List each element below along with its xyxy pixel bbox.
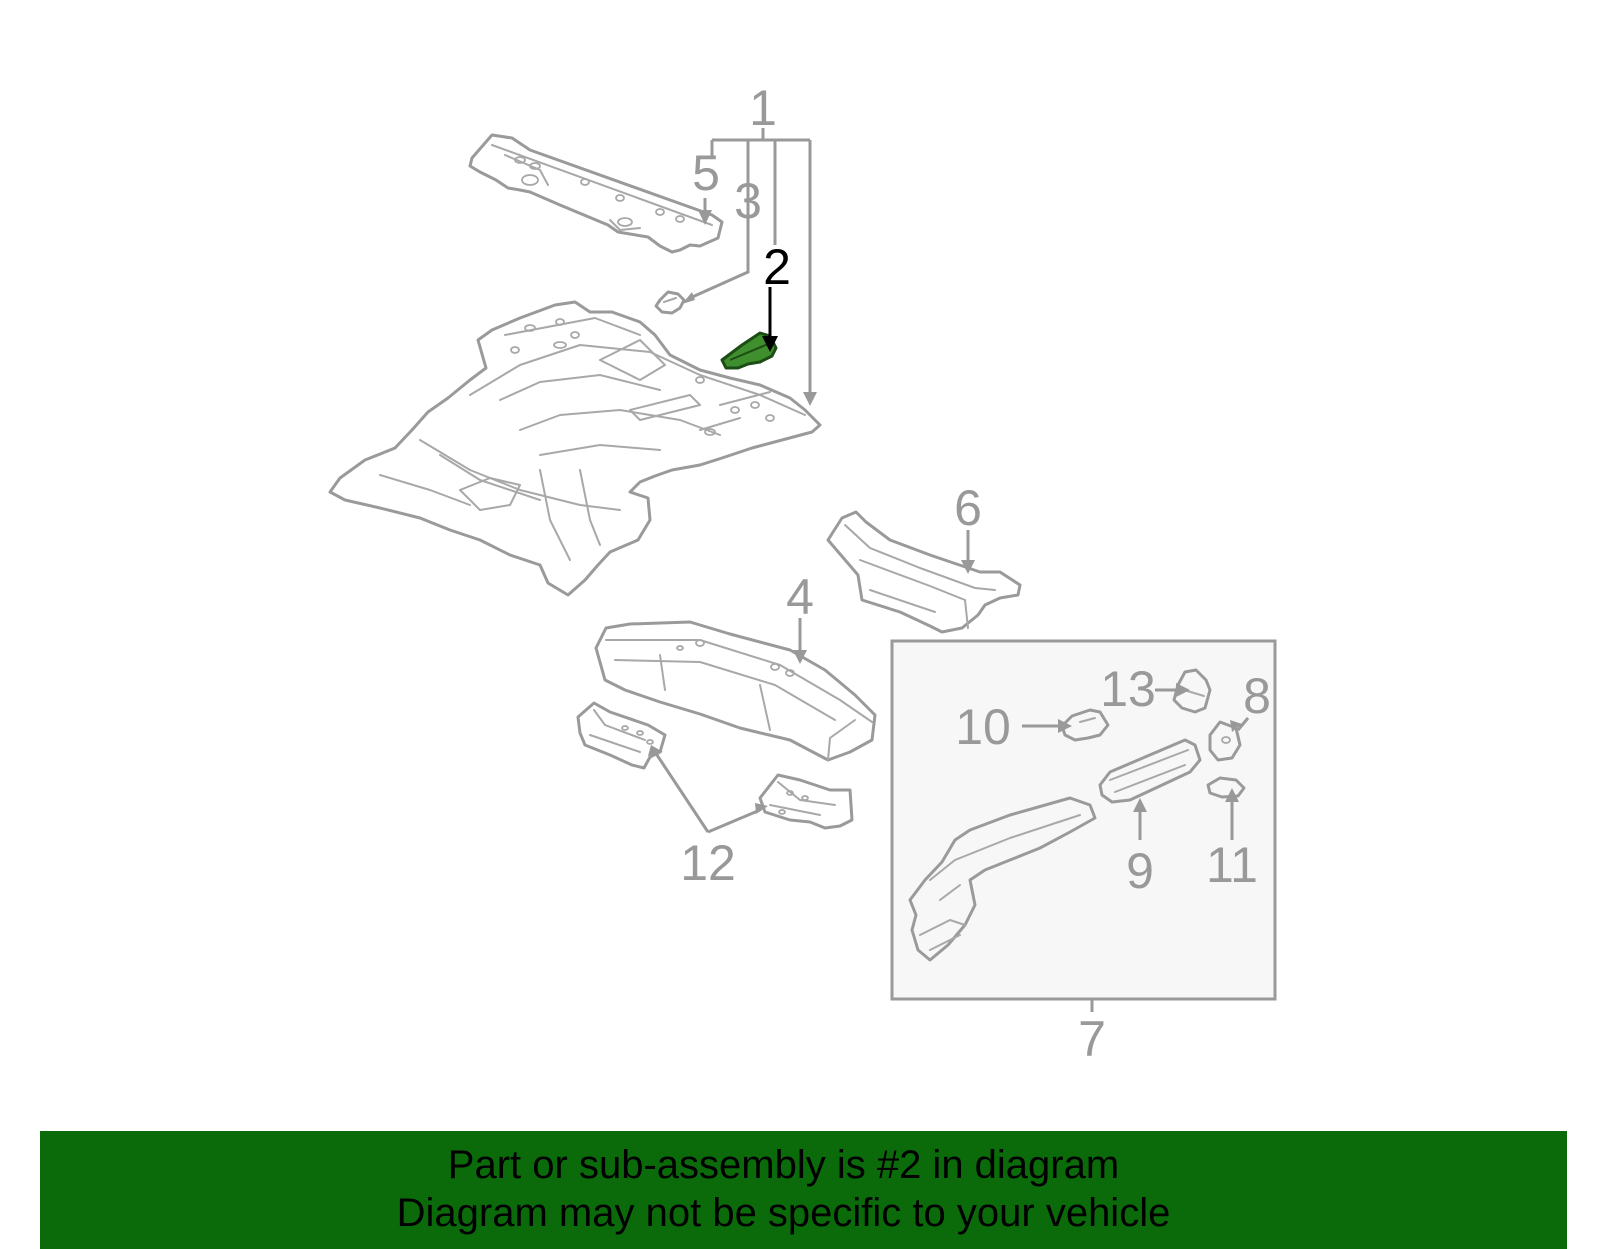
callout-10[interactable]: 10	[955, 699, 1011, 755]
callout-8[interactable]: 8	[1243, 668, 1271, 724]
callout-labels: 1 2 3 4 5 6 7 8 9 10 11 12 13	[680, 80, 1271, 1067]
part-4-rear-frame[interactable]	[594, 620, 877, 762]
callout-4[interactable]: 4	[786, 569, 814, 625]
arrowheads	[648, 210, 1242, 814]
part-9-reinforcement[interactable]	[1098, 738, 1202, 804]
part-1-floor-pan[interactable]	[328, 300, 822, 597]
callout-6[interactable]: 6	[954, 480, 982, 536]
banner-line-disclaimer: Diagram may not be specific to your vehi…	[396, 1191, 1171, 1235]
part-12-brackets[interactable]	[576, 701, 854, 830]
callout-3[interactable]: 3	[734, 173, 762, 229]
sub-assembly-box	[890, 639, 1277, 1001]
callout-5[interactable]: 5	[692, 145, 720, 201]
leader-lines	[653, 128, 1250, 1012]
part-10-clip[interactable]	[1060, 708, 1110, 742]
info-banner: Part or sub-assembly is #2 in diagram Di…	[40, 1131, 1567, 1249]
callout-2[interactable]: 2	[763, 239, 791, 295]
callout-11[interactable]: 11	[1206, 837, 1258, 893]
callout-9[interactable]: 9	[1126, 843, 1154, 899]
callout-12[interactable]: 12	[680, 835, 736, 891]
part-8-bracket[interactable]	[1208, 720, 1242, 762]
part-6-side-member[interactable]	[826, 510, 1022, 634]
part-7-frame-extension[interactable]	[908, 796, 1097, 962]
part-11-plug[interactable]	[1206, 776, 1246, 799]
callout-13[interactable]: 13	[1100, 661, 1156, 717]
parts-diagram: 1 2 3 4 5 6 7 8 9 10 11 12 13	[328, 80, 1277, 1067]
part-2-bracket[interactable]	[720, 331, 778, 370]
banner-line-part: Part or sub-assembly is #2 in diagram	[447, 1143, 1120, 1187]
part-5-cross-member[interactable]	[468, 133, 724, 254]
callout-1[interactable]: 1	[749, 80, 777, 136]
part-3-clip[interactable]	[654, 290, 686, 315]
callout-7[interactable]: 7	[1078, 1011, 1106, 1067]
